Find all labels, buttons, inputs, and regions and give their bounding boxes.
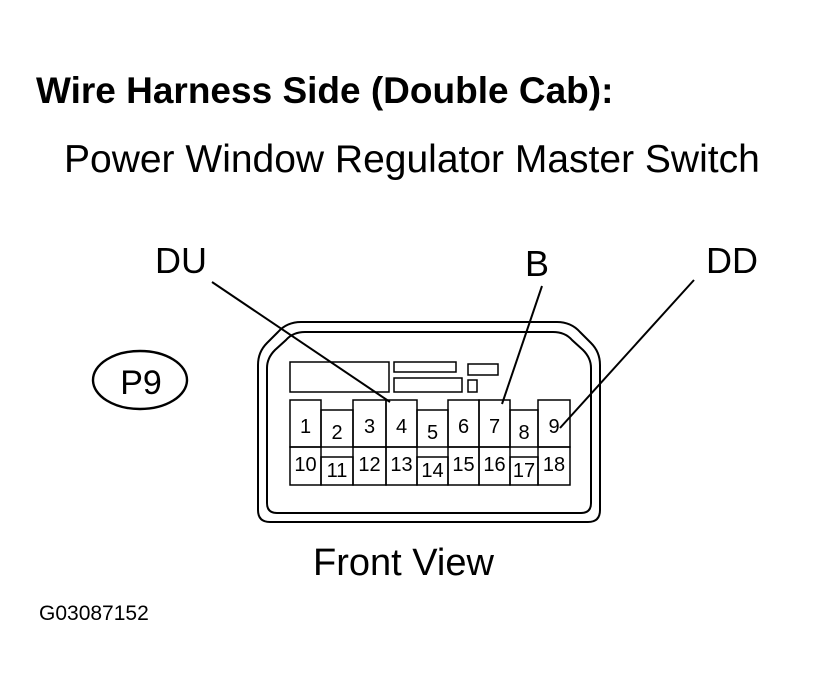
terminal-label-du: DU — [155, 240, 207, 281]
terminal-label-dd: DD — [706, 240, 758, 281]
terminal-label-b: B — [525, 243, 549, 284]
top-pin-label-8: 8 — [518, 422, 529, 444]
connector-outer-outline — [257, 321, 601, 523]
bottom-pin-label-14: 14 — [421, 460, 443, 482]
bottom-pin-label-16: 16 — [483, 454, 505, 476]
leader-line-dd — [559, 279, 695, 429]
key-slot-large — [289, 361, 390, 393]
top-pin-label-7: 7 — [489, 416, 500, 438]
connector-id-label: P9 — [120, 364, 162, 402]
key-slot-upper — [393, 361, 457, 373]
bottom-pin-label-11: 11 — [327, 460, 348, 482]
top-pin-label-4: 4 — [396, 416, 407, 438]
top-pin-label-6: 6 — [458, 416, 469, 438]
pin-row-bottom: 10 11 12 13 14 15 16 17 18 — [289, 446, 571, 486]
bottom-pin-label-18: 18 — [543, 454, 565, 476]
bottom-pin-label-12: 12 — [358, 454, 380, 476]
connector-id-oval — [91, 349, 189, 411]
component-name: Power Window Regulator Master Switch — [64, 138, 760, 181]
view-caption: Front View — [313, 542, 494, 584]
bottom-pin-label-13: 13 — [390, 454, 412, 476]
leader-line-b — [501, 285, 543, 405]
figure-code: G03087152 — [39, 602, 149, 625]
top-pin-label-1: 1 — [300, 416, 311, 438]
key-slot-lower — [393, 377, 463, 393]
leader-line-du — [211, 281, 391, 403]
key-slot-small-upper — [467, 363, 499, 376]
bottom-cavity-18 — [537, 446, 571, 486]
top-pin-label-2: 2 — [331, 422, 342, 444]
bottom-pin-label-15: 15 — [452, 454, 474, 476]
connector-inner-outline — [266, 331, 592, 514]
top-pin-label-3: 3 — [364, 416, 375, 438]
key-slot-small-lower — [467, 379, 478, 393]
top-pin-label-9: 9 — [548, 416, 559, 438]
heading: Wire Harness Side (Double Cab): — [36, 70, 614, 111]
bottom-pin-label-17: 17 — [513, 460, 535, 482]
top-pin-label-5: 5 — [427, 422, 438, 444]
bottom-pin-label-10: 10 — [294, 454, 316, 476]
